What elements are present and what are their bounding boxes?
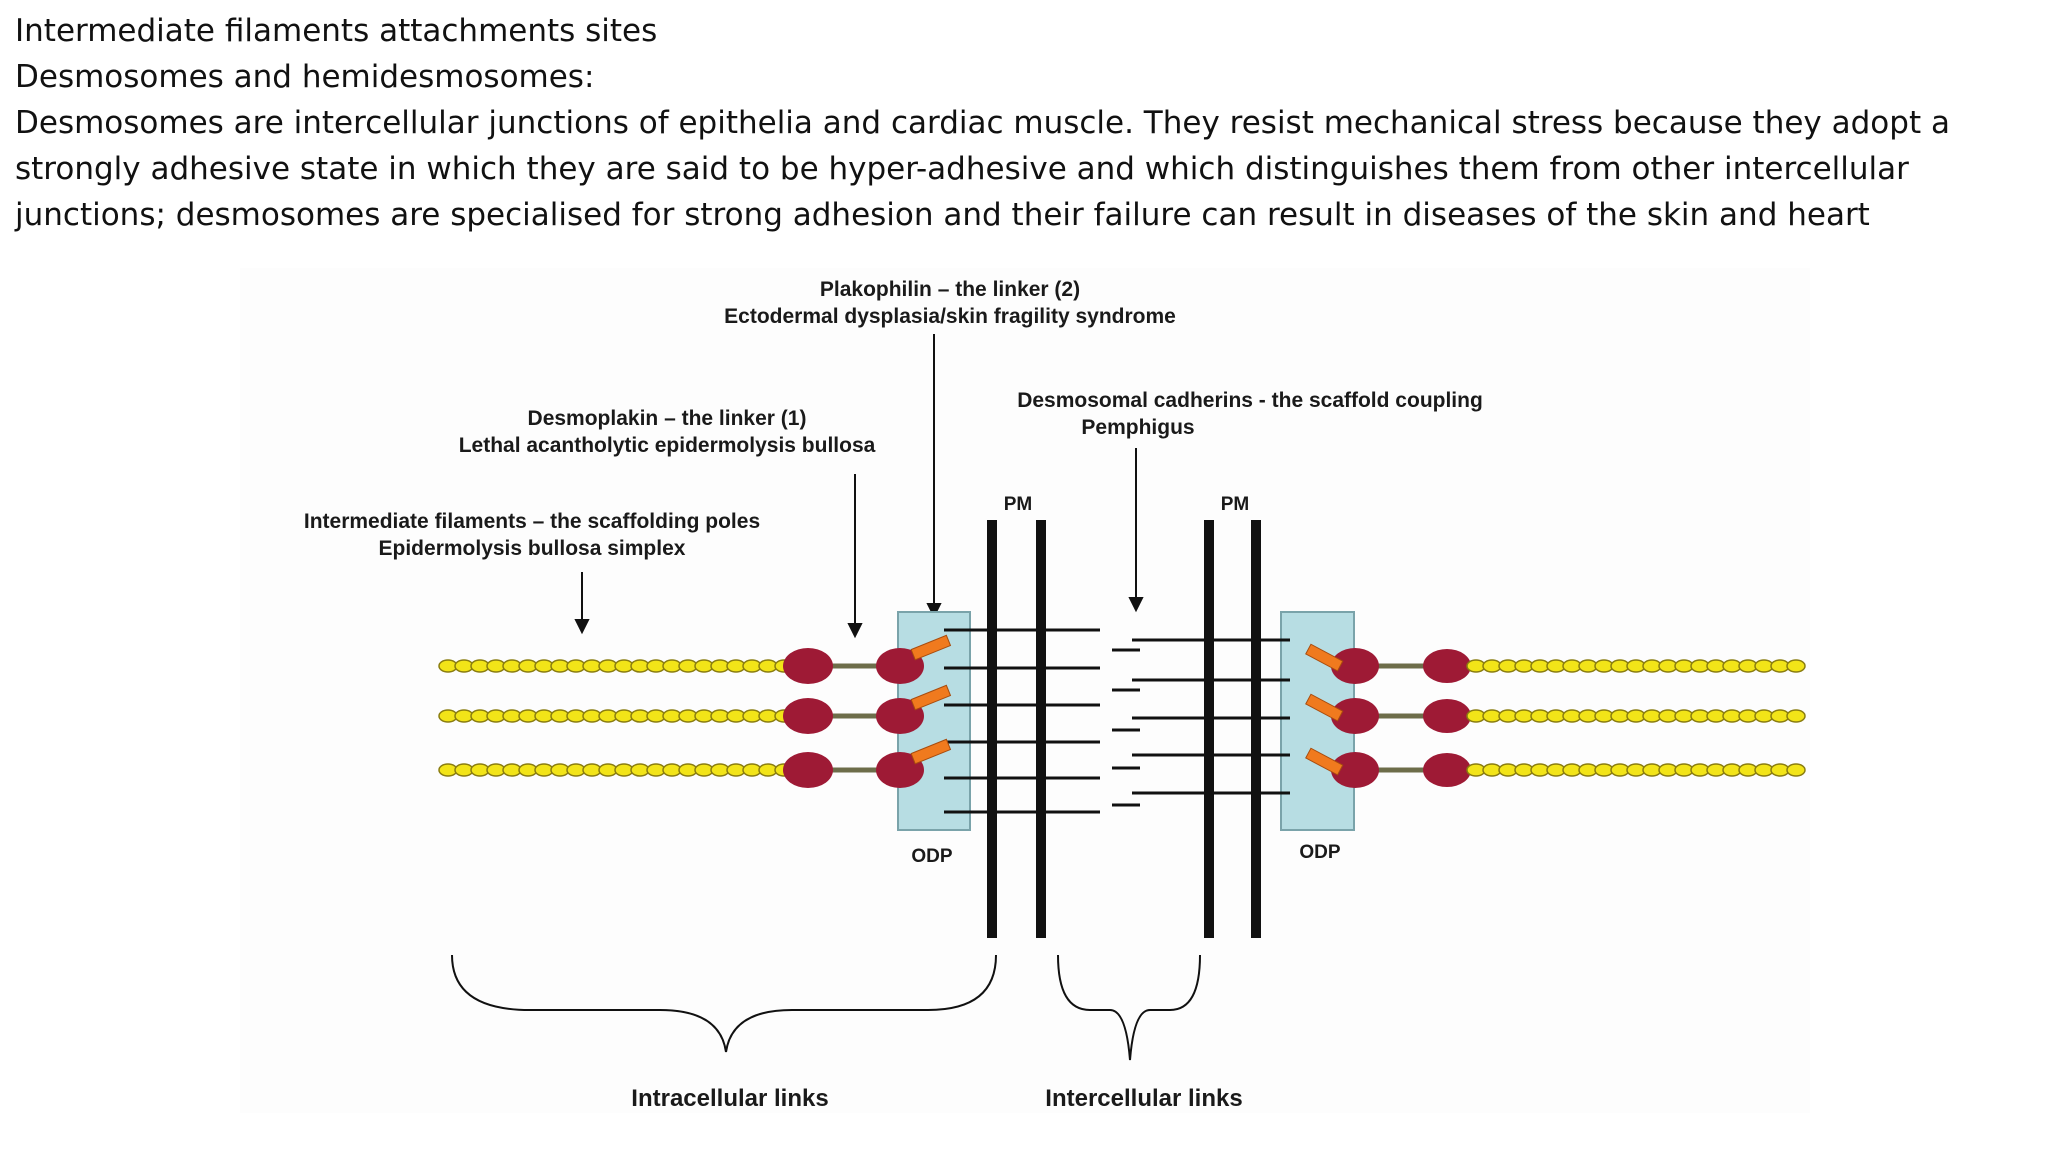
right-filament-bead	[1786, 659, 1806, 673]
plakophilin-label: Plakophilin – the linker (2)	[820, 278, 1080, 301]
left-desmoplakin-node	[783, 648, 833, 684]
intracellular-brace	[451, 954, 997, 1053]
annotation-arrows	[574, 334, 1144, 639]
intercellular-links-label: Intercellular links	[1045, 1085, 1242, 1112]
right-plaque-node	[1331, 752, 1379, 788]
left-plaque-node	[876, 648, 924, 684]
arrow-plakophilin-icon	[926, 603, 942, 619]
intermediate-filaments-label: Intermediate filaments – the scaffolding…	[304, 510, 760, 533]
slide-text: Intermediate filaments attachments sites…	[15, 8, 2025, 238]
right-plaque-node	[1331, 698, 1379, 734]
body-line-3: junctions; desmosomes are specialised fo…	[15, 197, 1870, 233]
pm-left-label: PM	[1004, 494, 1033, 515]
body-line-1: Desmosomes are intercellular junctions o…	[15, 105, 1950, 141]
odp-left-label: ODP	[911, 846, 953, 867]
slide-subtitle: Desmosomes and hemidesmosomes:	[15, 59, 595, 95]
arrow-desmoplakin-icon	[847, 623, 863, 639]
left-plaque-node	[876, 752, 924, 788]
odp-right-label: ODP	[1299, 842, 1341, 863]
pm-right-outer	[1251, 520, 1261, 938]
plasma-membranes	[987, 520, 1261, 938]
left-plakophilin	[910, 684, 952, 711]
left-plaque-node	[876, 698, 924, 734]
intermediate-filaments-disease: Epidermolysis bullosa simplex	[379, 537, 686, 560]
pm-left-outer	[987, 520, 997, 938]
left-plakophilin	[910, 738, 952, 765]
intermediate-filament-strands	[438, 634, 1806, 788]
slide-title: Intermediate filaments attachments sites	[15, 13, 658, 49]
right-desmoplakin-node	[1423, 649, 1471, 683]
right-filament-bead	[1786, 763, 1806, 777]
right-plakophilin	[1305, 643, 1344, 672]
intracellular-links-label: Intracellular links	[631, 1085, 828, 1112]
right-desmoplakin-node	[1423, 699, 1471, 733]
desmoplakin-label: Desmoplakin – the linker (1)	[528, 407, 807, 430]
left-desmoplakin-node	[783, 752, 833, 788]
right-filament-bead	[1786, 709, 1806, 723]
left-desmoplakin-node	[783, 698, 833, 734]
cadherins-disease: Pemphigus	[1081, 416, 1194, 439]
right-desmoplakin-node	[1423, 753, 1471, 787]
diagram-panel	[240, 268, 1810, 1113]
desmoplakin-disease: Lethal acantholytic epidermolysis bullos…	[459, 434, 876, 457]
intercellular-brace	[1057, 954, 1201, 1061]
desmosomal-cadherins	[944, 628, 1290, 814]
right-plakophilin	[1305, 747, 1344, 776]
body-line-2: strongly adhesive state in which they ar…	[15, 151, 1909, 187]
cadherins-label: Desmosomal cadherins - the scaffold coup…	[1017, 389, 1483, 412]
plakophilin-disease: Ectodermal dysplasia/skin fragility synd…	[724, 305, 1176, 328]
arrow-cadherins-icon	[1128, 597, 1144, 613]
arrow-intermediate-filaments-icon	[574, 619, 590, 635]
pm-right-inner	[1204, 520, 1214, 938]
right-plaque-node	[1331, 648, 1379, 684]
pm-right-label: PM	[1221, 494, 1250, 515]
right-plakophilin	[1305, 693, 1344, 722]
left-plakophilin	[910, 634, 952, 661]
pm-left-inner	[1036, 520, 1046, 938]
